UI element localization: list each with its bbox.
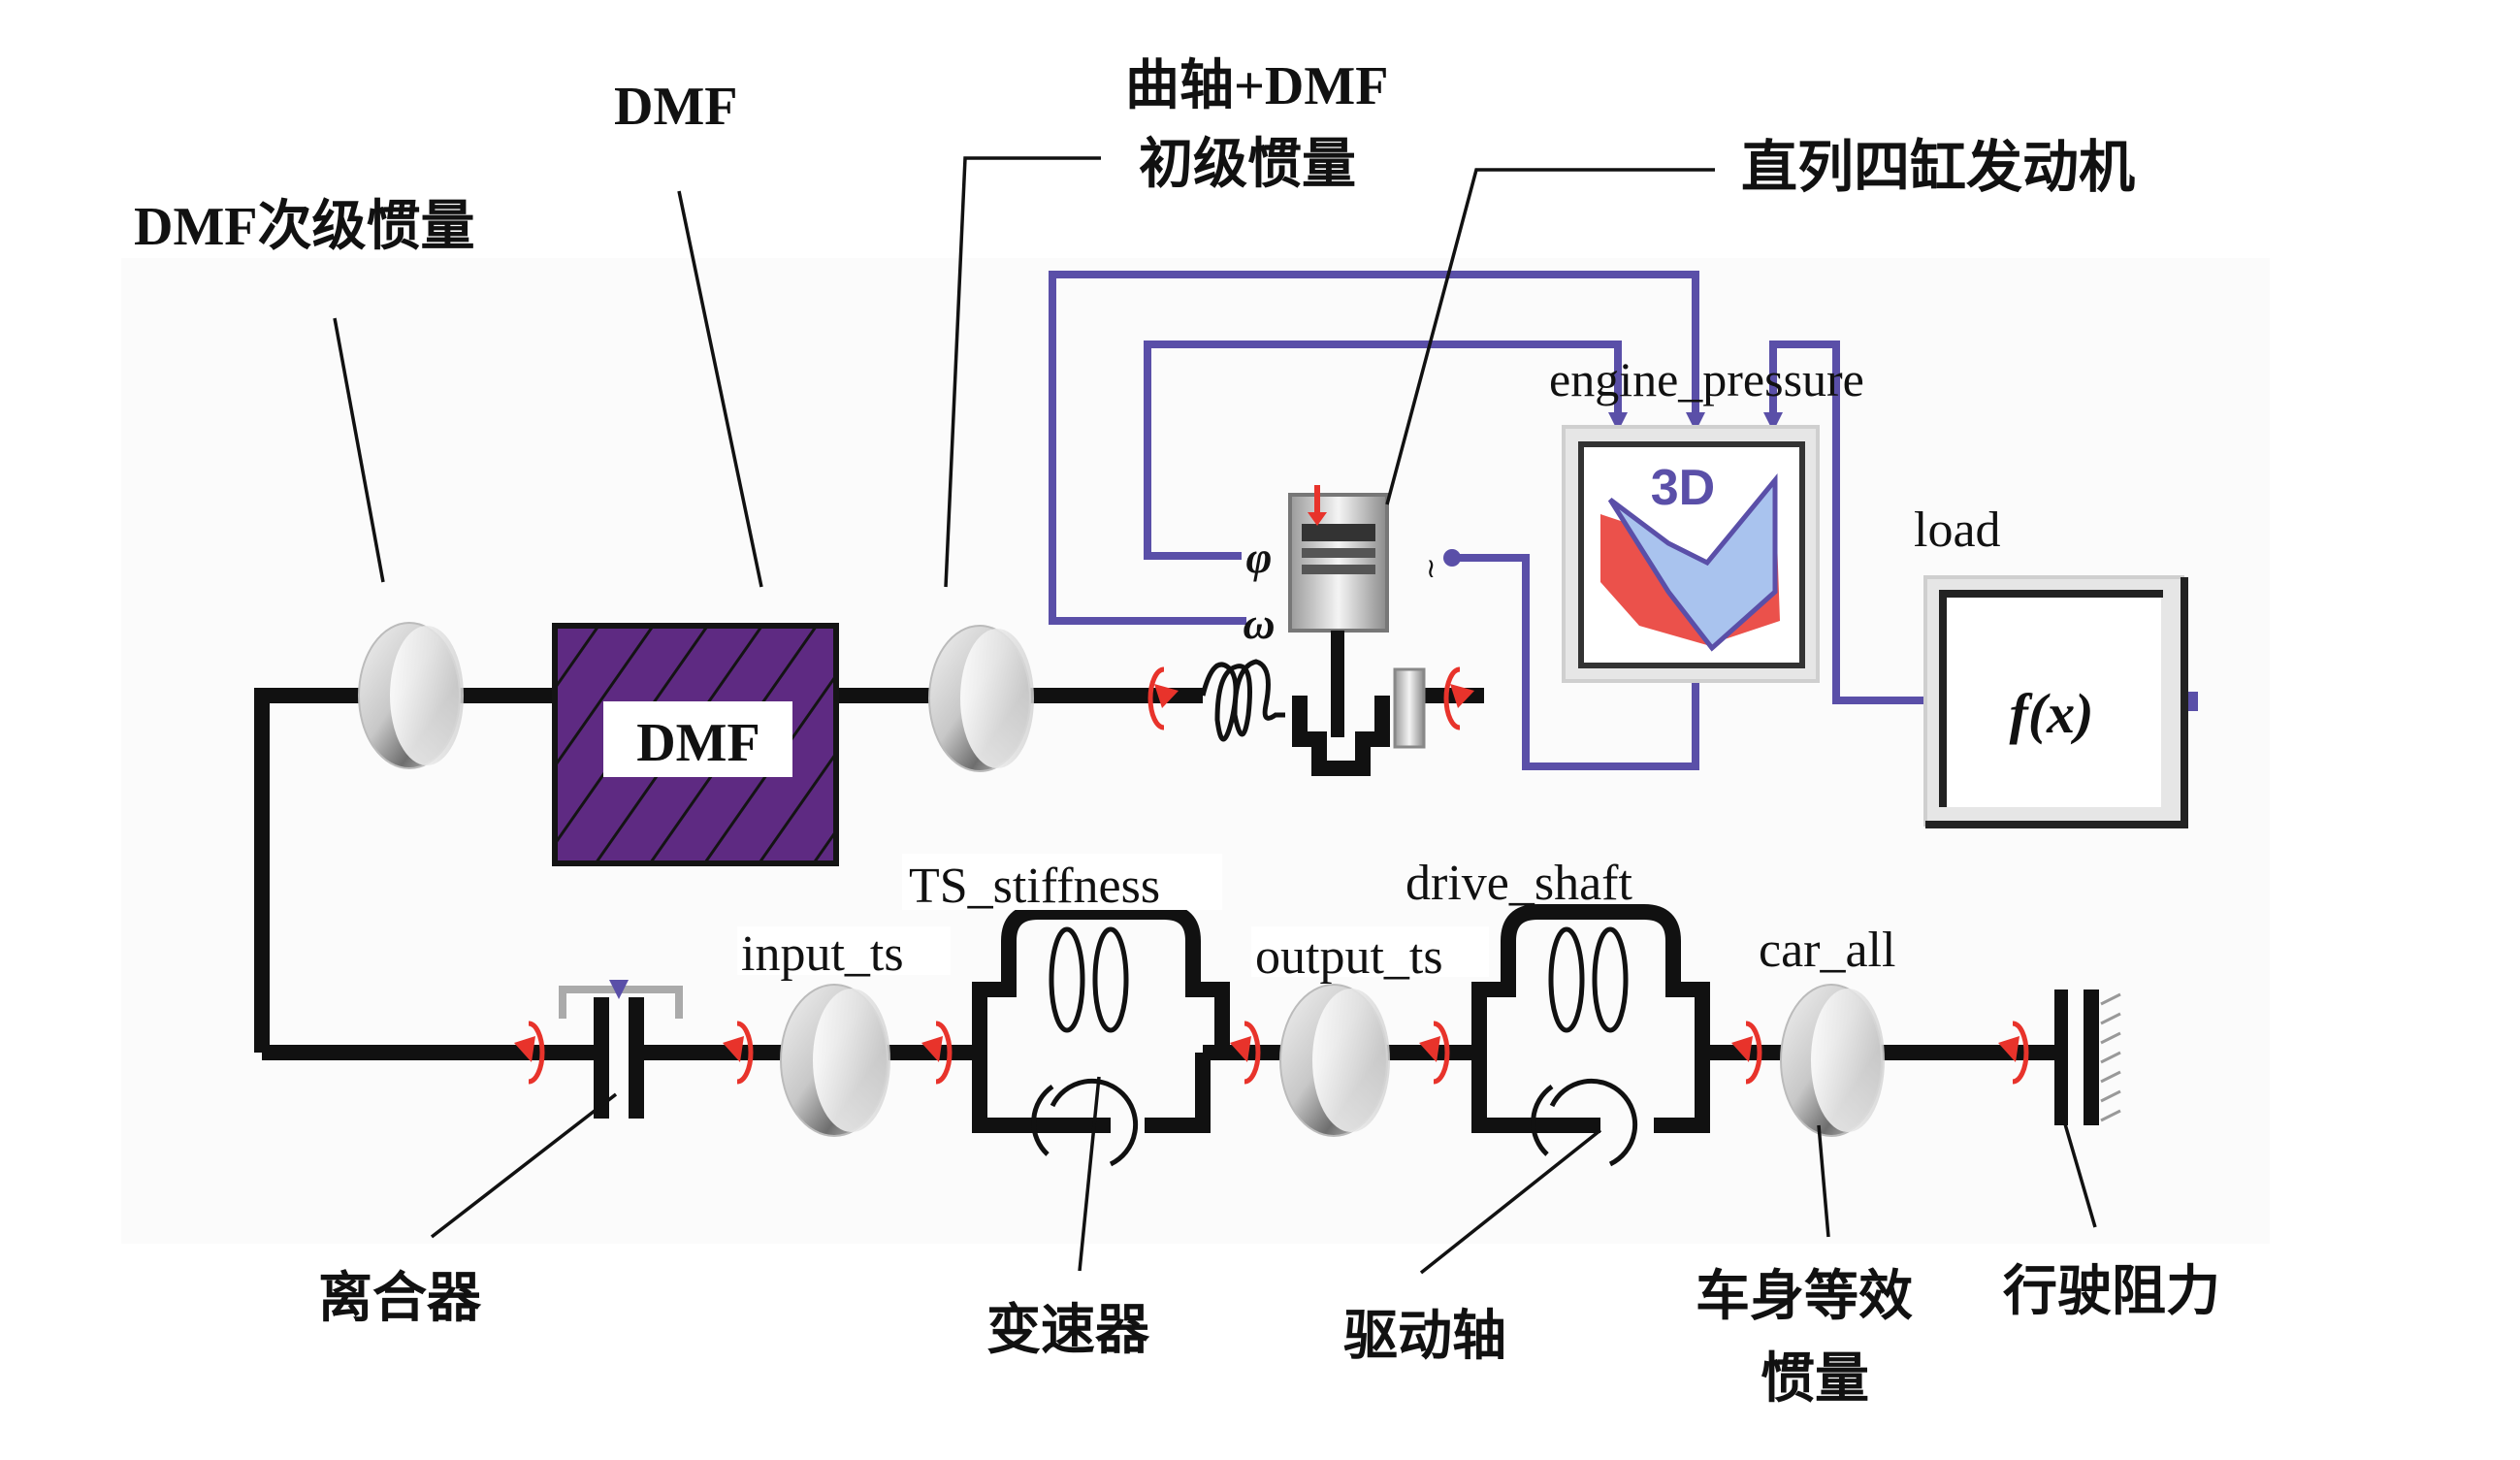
car-all-inertia[interactable]: [1780, 984, 1885, 1137]
clutch-control-port[interactable]: [609, 980, 629, 999]
ts-stiffness-spring-damper[interactable]: [972, 904, 1230, 1167]
torque-marker: [1443, 666, 1474, 730]
annotation-drive-shaft: 驱动轴: [1343, 1307, 1506, 1367]
engine-pressure-block[interactable]: 3D engine_pressure: [1549, 352, 1864, 683]
torque-markers-bottom: [528, 1021, 2029, 1085]
label-bg: [902, 854, 1222, 910]
input-arrow-1: [1608, 412, 1628, 432]
engine-port-omega: ω: [1243, 599, 1275, 648]
engine-port-phi: φ: [1246, 533, 1273, 582]
dmf-secondary-flywheel[interactable]: [358, 622, 464, 769]
annotation-inline-4cyl-engine: 直列四缸发动机: [1741, 136, 2135, 199]
top-driveline: DMF φ ω ≀: [254, 485, 1484, 1053]
input-arrow-2: [1686, 412, 1705, 432]
leader-vehicle-inertia: [1817, 1124, 1830, 1238]
clutch-block[interactable]: [559, 980, 683, 1119]
output-ts-inertia[interactable]: [1279, 984, 1390, 1137]
input-ts-inertia[interactable]: [780, 984, 890, 1137]
label-bg: [1251, 926, 1489, 977]
wire-omega-to-pressure: [1049, 271, 1699, 625]
ts-stiffness-label: TS_stiffness: [909, 859, 1160, 914]
annotation-crank-dmf-line1: 曲轴+DMF: [1125, 56, 1388, 116]
bottom-driveline: [262, 904, 2121, 1167]
dmf-block-label-bg: [603, 701, 792, 777]
drive-shaft-spring-damper[interactable]: [1471, 904, 1710, 1167]
engine-pressure-icon-text: 3D: [1651, 460, 1715, 516]
dmf-block[interactable]: DMF: [552, 623, 839, 866]
torque-marker-heads: [514, 1036, 2019, 1062]
annotation-dmf-secondary-inertia: DMF次级惯量: [134, 197, 475, 257]
wire-phi-to-pressure: [1144, 341, 1622, 560]
annotations: DMF次级惯量 DMF 曲轴+DMF 初级惯量 直列四缸发动机 离合器 变速器 …: [134, 56, 2220, 1410]
load-block[interactable]: f(x) load: [1914, 503, 2188, 828]
surface-plot-blue: [1607, 473, 1778, 652]
crank-dmf-primary-flywheel[interactable]: [928, 625, 1034, 772]
leader-clutch: [430, 1092, 618, 1239]
wire-pressure-to-engine: [1455, 554, 1699, 770]
inline-4-cylinder-engine-block[interactable]: φ ω ≀: [1243, 485, 1437, 776]
driving-resistance-ground[interactable]: [2054, 990, 2121, 1125]
leader-transmission: [1078, 1076, 1101, 1272]
shaft-left-link: [254, 688, 364, 1053]
label-bg: [737, 926, 951, 975]
leader-crank-dmf-primary: [944, 156, 1101, 588]
load-label: load: [1914, 503, 2001, 558]
output-ts-label: output_ts: [1255, 929, 1443, 985]
engine-pressure-label: engine_pressure: [1549, 352, 1864, 406]
annotation-crank-dmf-line2: 初级惯量: [1139, 135, 1356, 195]
leader-drive-shaft: [1419, 1128, 1602, 1275]
input-ts-label: input_ts: [741, 926, 904, 982]
engine-port-tilde: ≀: [1426, 554, 1437, 584]
leader-engine: [1385, 168, 1715, 505]
leader-driving-resistance: [2059, 1110, 2097, 1228]
load-function-label: f(x): [2010, 682, 2094, 745]
annotation-driving-resistance: 行驶阻力: [2003, 1262, 2220, 1322]
crank-torsional-spring: [1200, 659, 1285, 742]
drive-shaft-label: drive_shaft: [1405, 856, 1632, 911]
engine-pressure-port[interactable]: [1443, 549, 1461, 567]
wire-load-to-pressure: [1769, 341, 1930, 704]
annotation-vehicle-inertia-line1: 车身等效: [1696, 1267, 1913, 1327]
input-arrow-3: [1763, 412, 1783, 432]
annotation-transmission: 变速器: [986, 1301, 1150, 1361]
leader-dmf-secondary: [333, 317, 385, 583]
block-name-labels: TS_stiffness drive_shaft input_ts output…: [737, 854, 1895, 985]
annotation-clutch: 离合器: [318, 1269, 482, 1329]
pressure-arrowhead-icon: [1308, 512, 1327, 526]
signal-wires: [1049, 271, 2198, 770]
annotation-leaders: [333, 156, 2097, 1275]
dmf-block-label: DMF: [636, 713, 760, 773]
leader-dmf: [677, 190, 763, 588]
torque-marker: [1147, 666, 1179, 730]
annotation-dmf: DMF: [614, 77, 738, 137]
car-all-label: car_all: [1759, 923, 1895, 978]
annotation-vehicle-inertia-line2: 惯量: [1761, 1349, 1869, 1410]
